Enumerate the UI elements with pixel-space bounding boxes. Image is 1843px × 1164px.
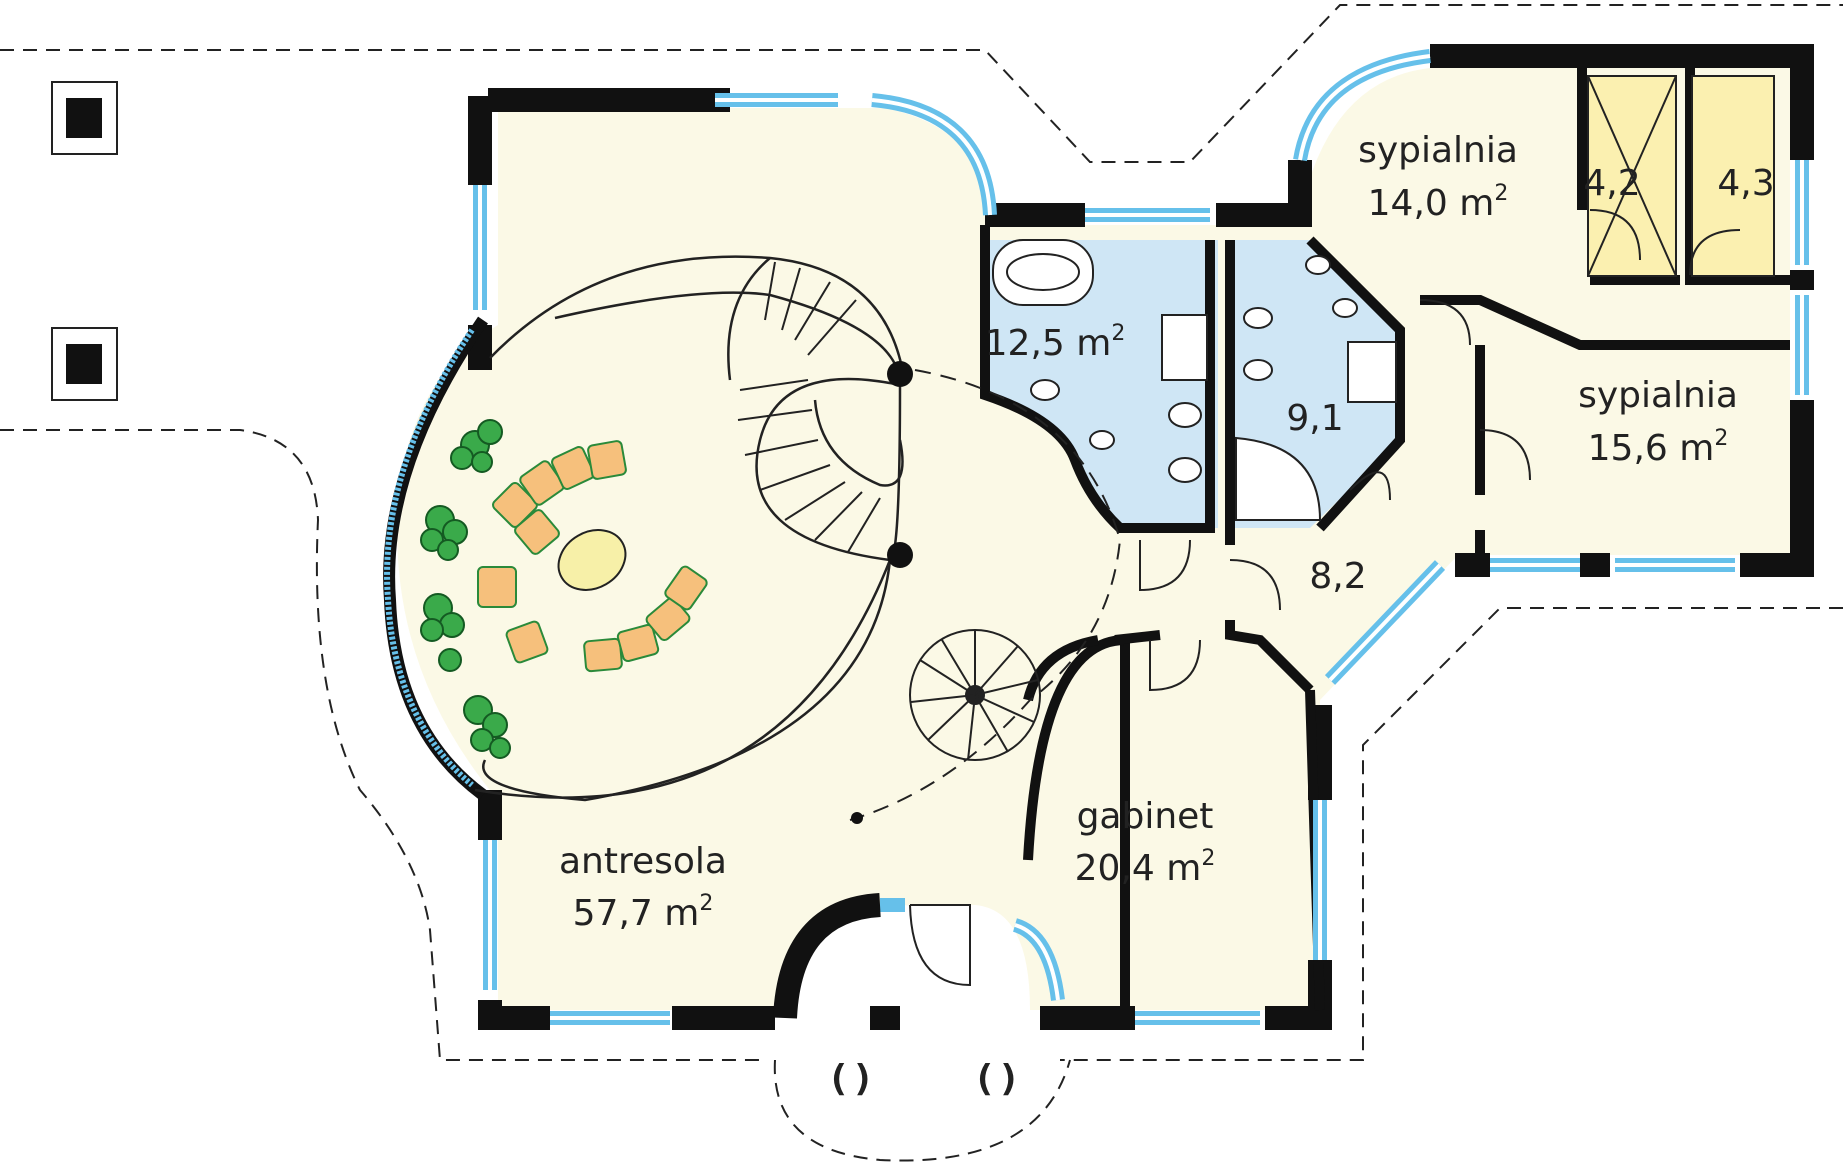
svg-text:sypialnia: sypialnia <box>1578 375 1738 416</box>
label-antresola: antresola 57,7 m2 <box>559 841 727 934</box>
label-closet1: 4,2 <box>1583 163 1640 204</box>
windows <box>473 93 1809 1025</box>
svg-text:57,7 m2: 57,7 m2 <box>573 891 714 934</box>
small-spiral-staircase <box>909 629 1041 761</box>
svg-text:gabinet: gabinet <box>1077 796 1214 837</box>
label-bedroom2: sypialnia 15,6 m2 <box>1578 375 1738 469</box>
wardrobes <box>1587 75 1775 277</box>
staircase-handrail <box>849 369 1122 821</box>
handrail-end <box>851 812 863 824</box>
internal-walls <box>980 60 1790 1011</box>
svg-text:( ): ( ) <box>978 1059 1015 1099</box>
coffee-table <box>557 529 627 591</box>
bay-window <box>384 328 475 788</box>
staircase-treads <box>737 261 881 553</box>
svg-text:antresola: antresola <box>559 841 727 882</box>
svg-text:15,6 m2: 15,6 m2 <box>1588 426 1729 469</box>
svg-text:9,1: 9,1 <box>1286 398 1343 439</box>
chimney-bottom <box>51 327 118 401</box>
svg-text:12,5 m2: 12,5 m2 <box>985 321 1126 364</box>
balcony-pillars: ( ) ( ) <box>831 1058 1016 1100</box>
svg-text:8,2: 8,2 <box>1309 556 1366 597</box>
bath-small-fixtures <box>1235 255 1397 521</box>
roof-outline <box>0 4 1843 1162</box>
chimney-top <box>51 81 118 155</box>
curved-windows <box>871 49 1446 1001</box>
bath-large-floor <box>990 240 1218 528</box>
label-bedroom1: sypialnia 14,0 m2 <box>1358 130 1518 224</box>
label-hall: 8,2 <box>1309 556 1366 597</box>
staircase-post-bottom <box>887 542 913 568</box>
label-bath-small: 9,1 <box>1286 398 1343 439</box>
walls <box>468 44 1814 1030</box>
label-gabinet: gabinet 20,4 m2 <box>1075 796 1216 889</box>
doors <box>1139 209 1741 692</box>
label-closet2: 4,3 <box>1717 163 1774 204</box>
svg-text:sypialnia: sypialnia <box>1358 130 1518 171</box>
entrance-bay-wall <box>773 893 882 1019</box>
plants <box>420 419 511 759</box>
bath-large-fixtures <box>992 239 1208 483</box>
label-bath-large: 12,5 m2 <box>985 321 1126 364</box>
sofa-arc <box>477 440 708 673</box>
staircase-post-top <box>887 361 913 387</box>
entrance-door <box>909 904 971 987</box>
svg-text:20,4 m2: 20,4 m2 <box>1075 846 1216 889</box>
svg-text:14,0 m2: 14,0 m2 <box>1368 181 1509 224</box>
svg-text:( ): ( ) <box>832 1059 869 1099</box>
